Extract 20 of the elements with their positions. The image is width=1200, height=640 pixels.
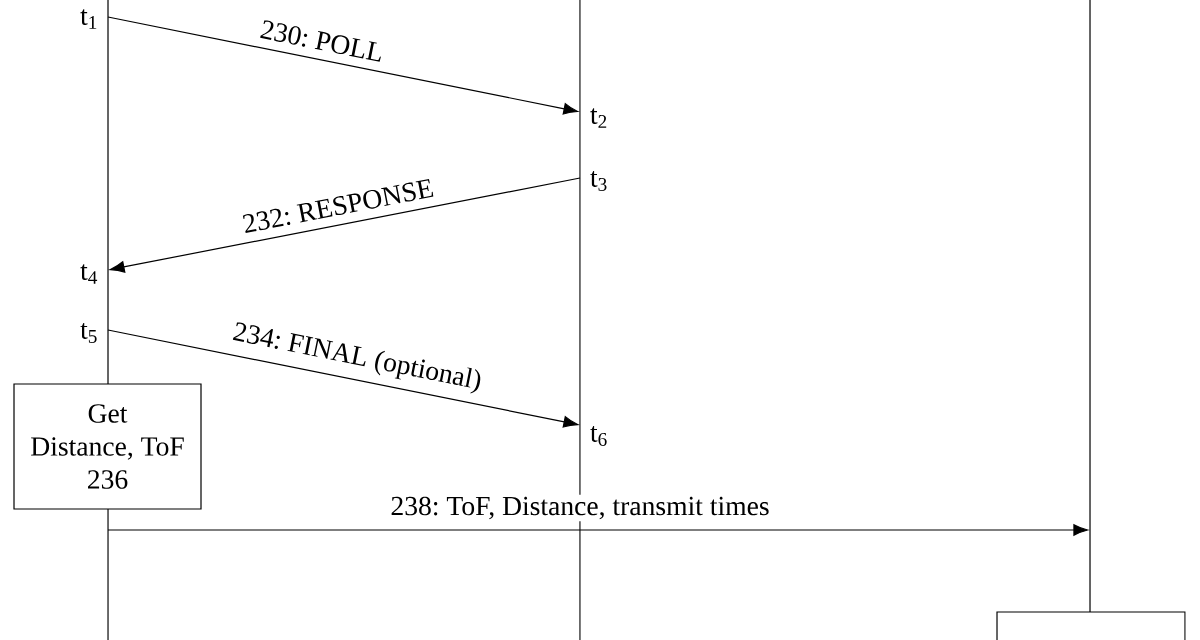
time-label: t$_{2}$ bbox=[590, 108, 607, 128]
arrow bbox=[107, 16, 579, 115]
lifeline bbox=[579, 0, 581, 640]
arrow bbox=[107, 524, 1089, 536]
lifeline bbox=[107, 0, 109, 385]
lifeline bbox=[107, 508, 109, 640]
edge-label: 232: RESPONSE bbox=[238, 175, 438, 237]
lifeline bbox=[1089, 0, 1091, 613]
time-label: t$_{3}$ bbox=[590, 171, 607, 191]
process-box bbox=[996, 611, 1186, 640]
arrow bbox=[107, 329, 579, 428]
edge-label: 238: ToF, Distance, transmit times bbox=[388, 494, 772, 522]
time-label: t$_{6}$ bbox=[590, 426, 607, 446]
time-label: t$_{4}$ bbox=[80, 264, 98, 284]
time-label: t$_{1}$ bbox=[80, 9, 97, 29]
time-label: t$_{5}$ bbox=[80, 323, 97, 343]
arrow bbox=[109, 177, 581, 273]
edge-label: 230: POLL bbox=[256, 17, 388, 65]
process-box: Get Distance, ToF 236 bbox=[13, 383, 202, 510]
edge-label: 234: FINAL (optional) bbox=[228, 318, 486, 398]
